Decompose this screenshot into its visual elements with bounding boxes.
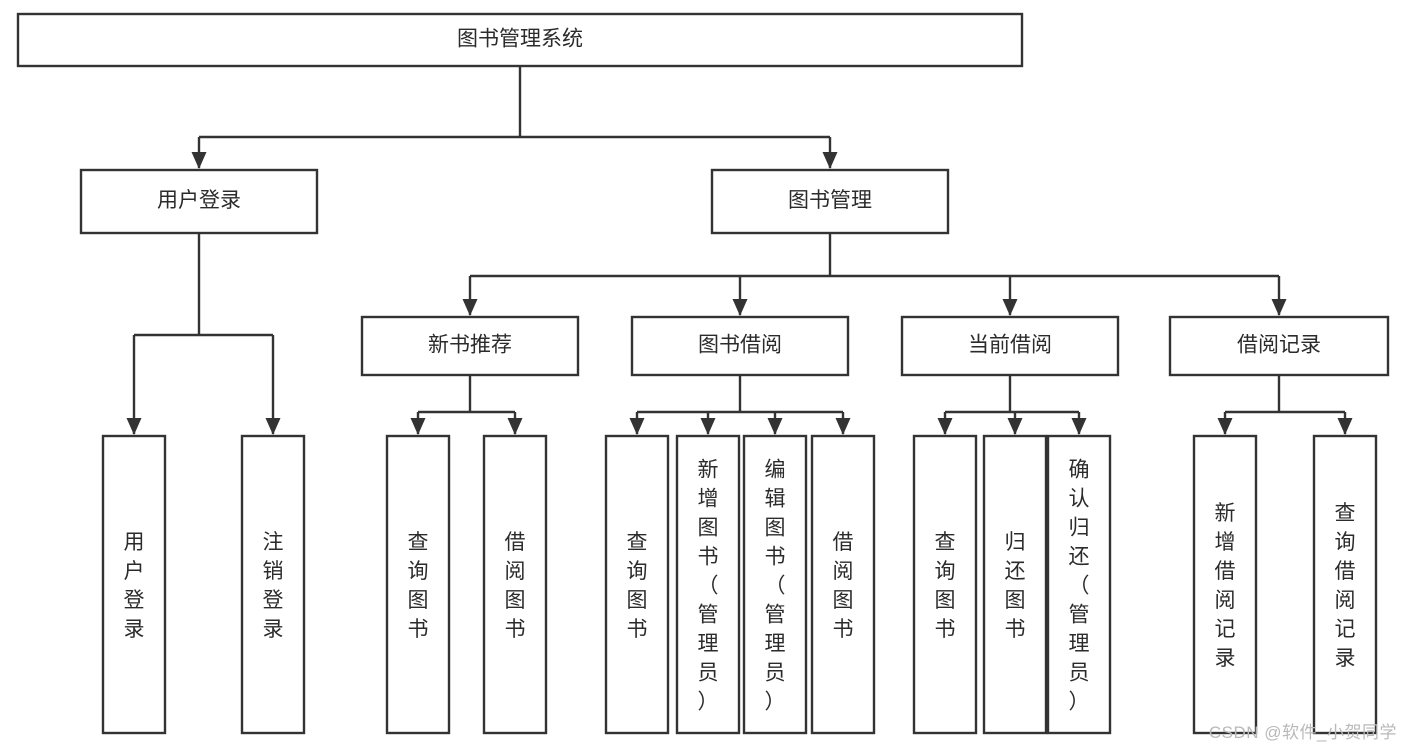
arrow-head-icon — [629, 418, 645, 435]
node-box — [1192, 434, 1258, 735]
arrow-head-icon — [767, 418, 783, 435]
node-label: 用户登录 — [124, 531, 145, 641]
node-box — [710, 168, 950, 235]
node-label: 新增图书（管理员） — [698, 459, 719, 714]
node-label: 用户登录 — [157, 189, 241, 212]
node-label: 查询图书 — [935, 531, 956, 641]
node-label: 当前借阅 — [968, 334, 1052, 357]
connector-layer — [126, 66, 1353, 435]
node-label: 确认归还（管理员） — [1069, 459, 1090, 714]
node-level3-当前借阅-2[interactable]: 当前借阅 — [900, 315, 1120, 377]
node-label: 归还图书 — [1005, 531, 1026, 641]
arrow-head-icon — [410, 418, 426, 435]
arrow-head-icon — [1217, 418, 1233, 435]
node-leaf-查询图书-4[interactable]: 查询图书 — [604, 434, 670, 735]
arrow-head-icon — [1071, 418, 1087, 435]
node-label: 查询图书 — [408, 531, 429, 641]
node-label: 新书推荐 — [428, 334, 512, 357]
node-root-图书管理系统[interactable]: 图书管理系统 — [16, 12, 1024, 68]
node-box — [101, 434, 167, 735]
node-box — [1168, 315, 1390, 377]
node-label: 借阅图书 — [505, 531, 526, 641]
arrow-head-icon — [835, 418, 851, 435]
node-level2-图书管理-1[interactable]: 图书管理 — [710, 168, 950, 235]
arrow-head-icon — [126, 418, 142, 435]
node-leaf-新增借阅记录-11[interactable]: 新增借阅记录 — [1192, 434, 1258, 735]
node-level2-用户登录-0[interactable]: 用户登录 — [79, 168, 319, 235]
watermark-text: CSDN @软件_小贺同学 — [1208, 723, 1397, 742]
node-box — [360, 315, 580, 377]
arrow-head-icon — [1271, 299, 1287, 316]
node-leaf-编辑图书管理员-6[interactable]: 编辑图书（管理员） — [742, 434, 808, 735]
arrow-head-icon — [265, 418, 281, 435]
node-leaf-新增图书管理员-5[interactable]: 新增图书（管理员） — [675, 434, 741, 735]
node-box — [1046, 434, 1112, 735]
node-box — [604, 434, 670, 735]
node-leaf-用户登录-0[interactable]: 用户登录 — [101, 434, 167, 735]
arrow-head-icon — [1007, 418, 1023, 435]
arrow-head-icon — [507, 418, 523, 435]
node-box — [79, 168, 319, 235]
node-layer: 图书管理系统用户登录图书管理新书推荐图书借阅当前借阅借阅记录用户登录注销登录查询… — [16, 12, 1390, 735]
node-label: 查询图书 — [627, 531, 648, 641]
node-box — [810, 434, 876, 735]
node-leaf-注销登录-1[interactable]: 注销登录 — [240, 434, 306, 735]
node-label: 借阅图书 — [833, 531, 854, 641]
node-box — [900, 315, 1120, 377]
node-box — [675, 434, 741, 735]
arrow-head-icon — [191, 152, 207, 169]
node-leaf-查询图书-8[interactable]: 查询图书 — [912, 434, 978, 735]
arrow-head-icon — [822, 152, 838, 169]
node-leaf-查询图书-2[interactable]: 查询图书 — [385, 434, 451, 735]
arrow-head-icon — [732, 299, 748, 316]
node-leaf-确认归还管理员-10[interactable]: 确认归还（管理员） — [1046, 434, 1112, 735]
node-label: 借阅记录 — [1237, 334, 1321, 357]
node-box — [482, 434, 548, 735]
arrow-head-icon — [462, 299, 478, 316]
node-box — [385, 434, 451, 735]
arrow-head-icon — [1337, 418, 1353, 435]
node-label: 图书管理 — [788, 189, 872, 212]
node-leaf-借阅图书-3[interactable]: 借阅图书 — [482, 434, 548, 735]
node-level3-新书推荐-0[interactable]: 新书推荐 — [360, 315, 580, 377]
node-leaf-借阅图书-7[interactable]: 借阅图书 — [810, 434, 876, 735]
arrow-head-icon — [700, 418, 716, 435]
node-box — [912, 434, 978, 735]
arrow-head-icon — [1002, 299, 1018, 316]
node-box — [240, 434, 306, 735]
node-label: 查询借阅记录 — [1335, 502, 1356, 670]
arrow-head-icon — [937, 418, 953, 435]
node-box — [630, 315, 850, 377]
node-level3-图书借阅-1[interactable]: 图书借阅 — [630, 315, 850, 377]
node-label: 注销登录 — [263, 531, 284, 641]
node-label: 图书管理系统 — [457, 28, 583, 51]
node-box — [982, 434, 1048, 735]
node-leaf-归还图书-9[interactable]: 归还图书 — [982, 434, 1048, 735]
node-label: 新增借阅记录 — [1215, 502, 1236, 670]
node-box — [1312, 434, 1378, 735]
node-box — [742, 434, 808, 735]
node-box — [16, 12, 1024, 68]
node-label: 图书借阅 — [698, 334, 782, 357]
node-level3-借阅记录-3[interactable]: 借阅记录 — [1168, 315, 1390, 377]
node-leaf-查询借阅记录-12[interactable]: 查询借阅记录 — [1312, 434, 1378, 735]
node-label: 编辑图书（管理员） — [765, 459, 786, 714]
